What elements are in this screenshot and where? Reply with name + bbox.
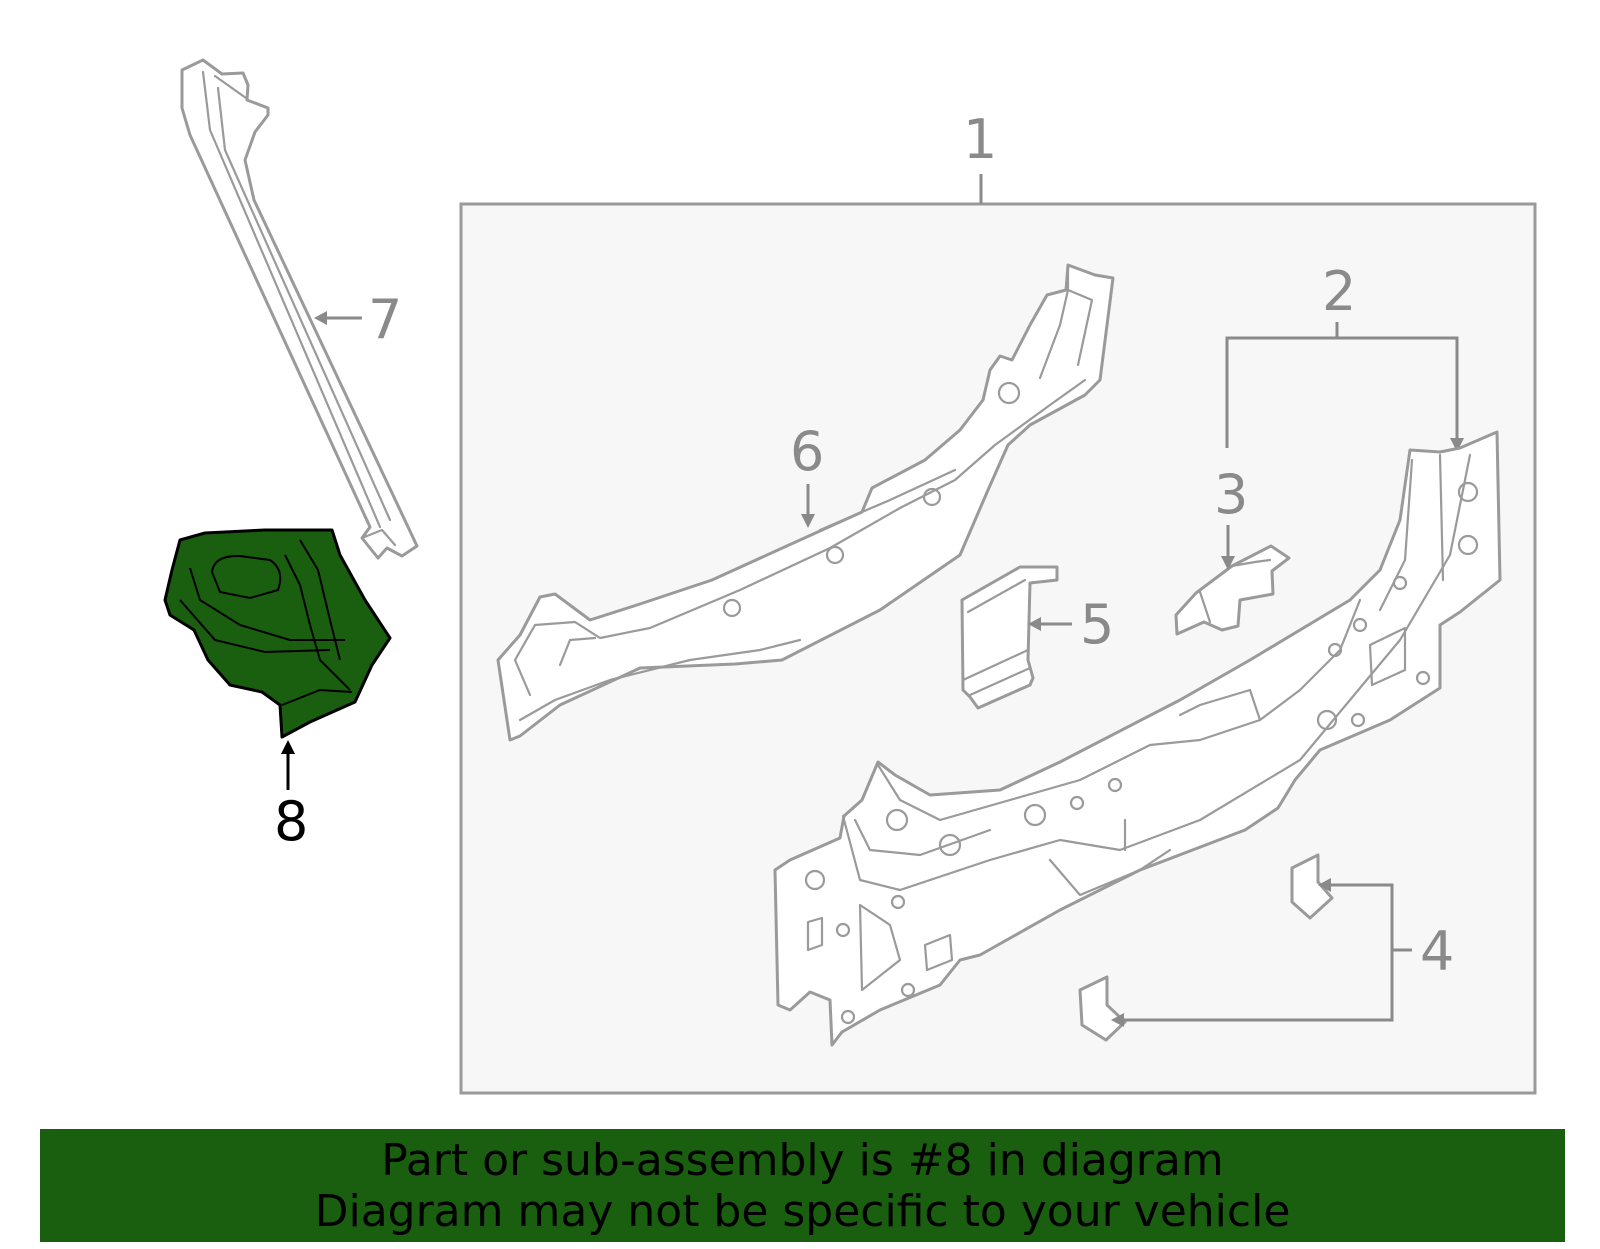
arrowhead-4-lower [1111,1013,1124,1027]
info-banner: Part or sub-assembly is #8 in diagram Di… [40,1129,1565,1242]
arrowhead-6 [801,514,815,528]
callout-1[interactable]: 1 [963,108,997,171]
callout-2[interactable]: 2 [1322,260,1356,323]
callout-7[interactable]: 7 [368,288,402,351]
part-5-bracket[interactable] [960,565,1059,710]
arrowhead-3 [1221,556,1235,570]
banner-line-2: Diagram may not be specific to your vehi… [314,1185,1291,1237]
callout-4[interactable]: 4 [1420,920,1454,983]
arrowhead-7 [314,311,327,325]
part-2-lower-rail[interactable] [773,430,1502,1047]
leader-line-2 [1225,336,1459,448]
callout-5[interactable]: 5 [1080,593,1114,656]
callout-8[interactable]: 8 [274,790,308,853]
callout-6[interactable]: 6 [790,420,824,483]
part-3-reinforcement[interactable] [1174,544,1291,636]
arrowhead-4-upper [1318,878,1331,892]
part-7-pillar[interactable] [180,58,419,560]
leader-line-4 [1120,883,1412,1022]
part-4-bracket-upper[interactable] [1290,853,1334,920]
part-6-upper-rail[interactable] [496,263,1115,742]
part-8-highlighted[interactable] [163,528,392,739]
arrowhead-2 [1450,438,1464,452]
banner-line-1: Part or sub-assembly is #8 in diagram [381,1134,1224,1186]
arrowhead-5 [1028,617,1041,631]
arrowhead-8 [281,740,295,754]
part-4-bracket-lower[interactable] [1078,975,1127,1042]
callout-3[interactable]: 3 [1214,463,1248,526]
